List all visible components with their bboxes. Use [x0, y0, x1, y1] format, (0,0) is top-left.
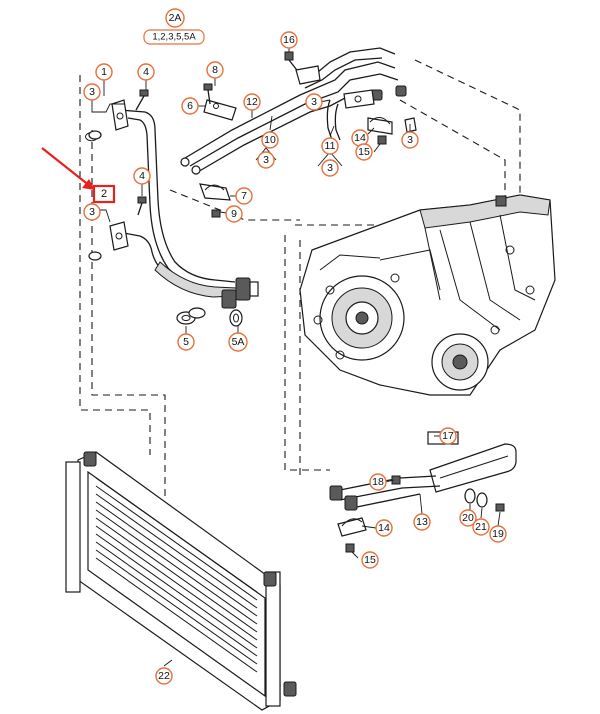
callout-7: 7 [235, 187, 253, 205]
callout-10: 10 [261, 131, 279, 149]
auxiliary-cooler-lower [329, 431, 517, 553]
washer-part-5a [229, 309, 243, 327]
svg-text:3: 3 [407, 134, 413, 146]
svg-text:15: 15 [358, 146, 370, 158]
svg-text:21: 21 [475, 521, 487, 533]
bracket-part-2 [88, 221, 129, 261]
svg-text:12: 12 [246, 96, 258, 108]
svg-text:8: 8 [212, 64, 218, 76]
bracket-part-16 [284, 51, 321, 85]
transmission-housing [299, 194, 556, 396]
callout-3-c: 3 [305, 93, 323, 111]
svg-text:18: 18 [372, 476, 384, 488]
callout-12: 12 [243, 93, 261, 111]
callout-17: 17 [439, 427, 457, 445]
callouts: 2A 1,2,3,5,5A 1 3 4 8 6 12 10 3 16 3 11 … [83, 8, 507, 685]
callout-1: 1 [95, 63, 113, 81]
svg-text:17: 17 [442, 430, 454, 442]
clip-part-7 [199, 183, 231, 201]
radiator-part-22 [65, 451, 297, 711]
callout-5a: 5A [228, 332, 248, 352]
svg-text:15: 15 [364, 554, 376, 566]
washer-part-5 [176, 307, 206, 325]
svg-text:3: 3 [89, 206, 95, 218]
callout-4-a: 4 [137, 63, 155, 81]
bolt-part-4-upper [135, 89, 149, 111]
callout-6: 6 [181, 97, 199, 115]
svg-text:11: 11 [325, 140, 336, 152]
bracket-part-3-right [343, 89, 375, 109]
callout-15-lower: 15 [361, 551, 379, 569]
callout-3-b: 3 [257, 151, 275, 169]
callout-9: 9 [225, 205, 243, 223]
reference-lines [79, 59, 521, 500]
callout-3-f: 3 [83, 203, 101, 221]
callout-22: 22 [155, 667, 173, 685]
svg-text:10: 10 [264, 134, 276, 146]
bracket-part-6 [203, 99, 237, 121]
bolt-part-4-lower [137, 196, 147, 216]
cooler-pipe-lines-left [117, 109, 259, 309]
callout-20: 20 [459, 509, 477, 527]
svg-text:13: 13 [416, 516, 428, 528]
svg-text:14: 14 [378, 522, 390, 534]
callout-14-lower: 14 [375, 519, 393, 537]
svg-text:1: 1 [101, 66, 107, 78]
svg-text:3: 3 [311, 96, 317, 108]
callout-19: 19 [489, 525, 507, 543]
svg-text:9: 9 [231, 208, 237, 220]
svg-text:14: 14 [354, 132, 366, 144]
callout-2-highlighted: 2 [92, 184, 116, 204]
callout-2a-list: 1,2,3,5,5A [143, 29, 205, 45]
svg-text:6: 6 [187, 100, 193, 112]
callout-4-b: 4 [133, 167, 151, 185]
svg-text:3: 3 [327, 162, 333, 174]
callout-11: 11 [321, 137, 339, 155]
svg-text:2A: 2A [169, 12, 182, 24]
callout-3-d: 3 [321, 159, 339, 177]
svg-text:5A: 5A [232, 336, 245, 348]
callout-5: 5 [177, 333, 195, 351]
svg-text:16: 16 [283, 34, 295, 46]
callout-21: 21 [472, 518, 490, 536]
callout-15-upper: 15 [355, 143, 373, 161]
svg-text:3: 3 [263, 154, 269, 166]
callout-2a: 2A [165, 8, 185, 28]
svg-text:7: 7 [241, 190, 247, 202]
svg-text:20: 20 [462, 512, 474, 524]
bracket-part-1 [85, 99, 129, 142]
clamp-part-14-upper [367, 117, 417, 145]
callout-18: 18 [369, 473, 387, 491]
svg-text:4: 4 [139, 170, 145, 182]
svg-text:19: 19 [492, 528, 504, 540]
svg-text:1,2,3,5,5A: 1,2,3,5,5A [152, 32, 196, 43]
cooler-pipe-lines-upper [180, 47, 407, 175]
svg-text:5: 5 [183, 336, 189, 348]
callout-13: 13 [413, 513, 431, 531]
callout-3-a: 3 [83, 83, 101, 101]
svg-text:2: 2 [101, 188, 107, 200]
svg-text:4: 4 [143, 66, 149, 78]
callout-16: 16 [280, 31, 298, 49]
svg-text:22: 22 [158, 670, 170, 682]
highlight-arrow [41, 147, 95, 190]
callout-3-e: 3 [401, 131, 419, 149]
callout-8: 8 [206, 61, 224, 79]
svg-text:3: 3 [89, 86, 95, 98]
bolt-part-8 [203, 83, 213, 105]
nut-part-9 [211, 209, 221, 218]
